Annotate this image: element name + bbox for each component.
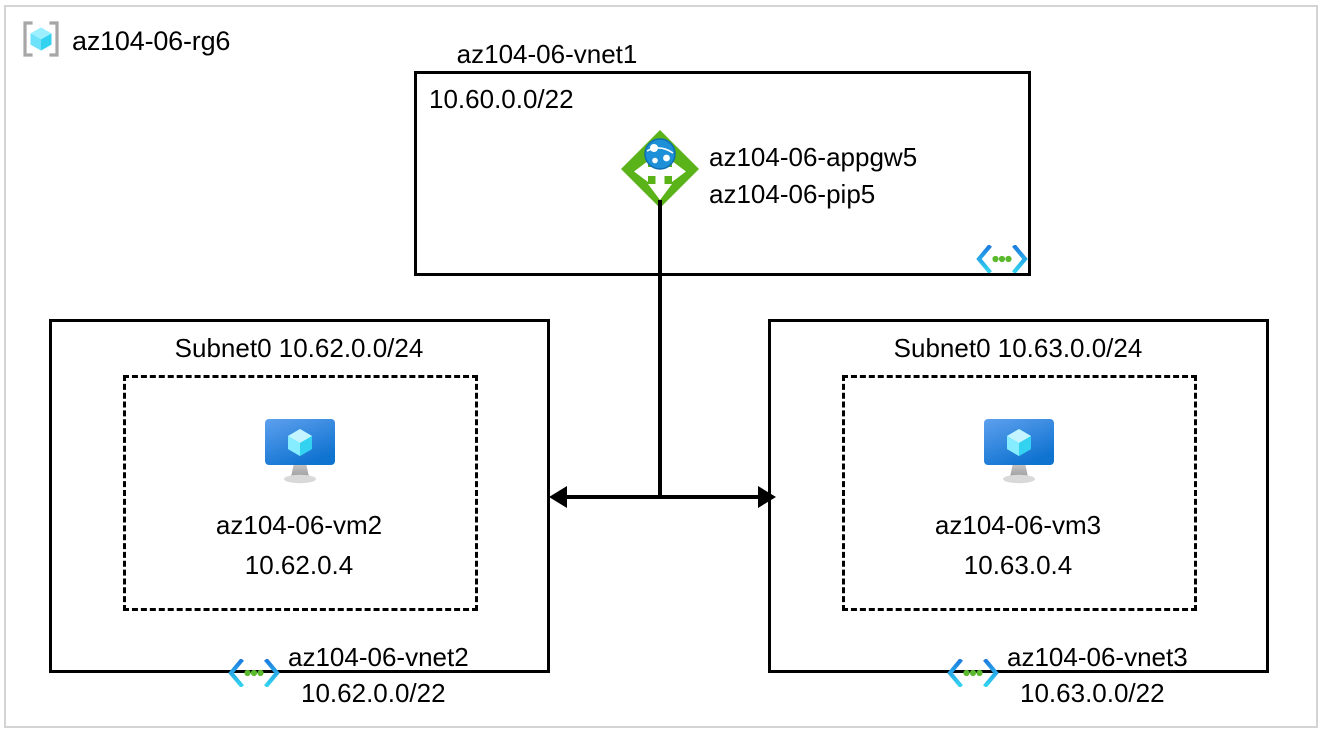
resource-group-header: az104-06-rg6 xyxy=(20,18,230,65)
vnet1-box xyxy=(414,71,1031,276)
vm3-virtual-machine-icon xyxy=(980,415,1058,492)
public-ip-name: az104-06-pip5 xyxy=(709,179,876,209)
vm2-name: az104-06-vm2 xyxy=(215,510,383,540)
vnet3-box xyxy=(768,319,1269,673)
peering-arrow-head-right xyxy=(758,486,776,508)
resource-group-name: az104-06-rg6 xyxy=(72,26,231,56)
vnet1-virtual-network-icon xyxy=(976,244,1028,278)
vm3-ip: 10.63.0.4 xyxy=(963,550,1073,580)
vnet3-subnet-label: Subnet0 10.63.0.0/24 xyxy=(893,333,1143,363)
gateway-vertical-connector xyxy=(658,200,662,499)
peering-arrow-line xyxy=(565,495,761,499)
resource-group-cube-icon xyxy=(20,18,62,65)
vnet2-name: az104-06-vnet2 xyxy=(288,642,469,672)
vnet3-subnet-dashed-box xyxy=(842,375,1197,611)
vnet2-cidr: 10.62.0.0/22 xyxy=(301,678,446,708)
vm2-ip: 10.62.0.4 xyxy=(244,550,354,580)
vnet3-cidr: 10.63.0.0/22 xyxy=(1020,678,1165,708)
vnet1-cidr: 10.60.0.0/22 xyxy=(429,84,574,114)
resource-group-frame xyxy=(4,5,1318,728)
vnet1-title: az104-06-vnet1 xyxy=(456,39,638,69)
vnet2-virtual-network-icon xyxy=(228,658,280,692)
vnet2-subnet-label: Subnet0 10.62.0.0/24 xyxy=(174,333,424,363)
vm3-name: az104-06-vm3 xyxy=(934,510,1102,540)
vnet2-box xyxy=(49,319,550,673)
peering-arrow-head-left xyxy=(549,486,567,508)
appgw-name: az104-06-appgw5 xyxy=(709,142,918,172)
vnet2-subnet-dashed-box xyxy=(123,375,478,611)
vnet3-virtual-network-icon xyxy=(947,658,999,692)
application-gateway-icon xyxy=(618,127,702,216)
vm2-virtual-machine-icon xyxy=(261,415,339,492)
vnet3-name: az104-06-vnet3 xyxy=(1007,642,1188,672)
